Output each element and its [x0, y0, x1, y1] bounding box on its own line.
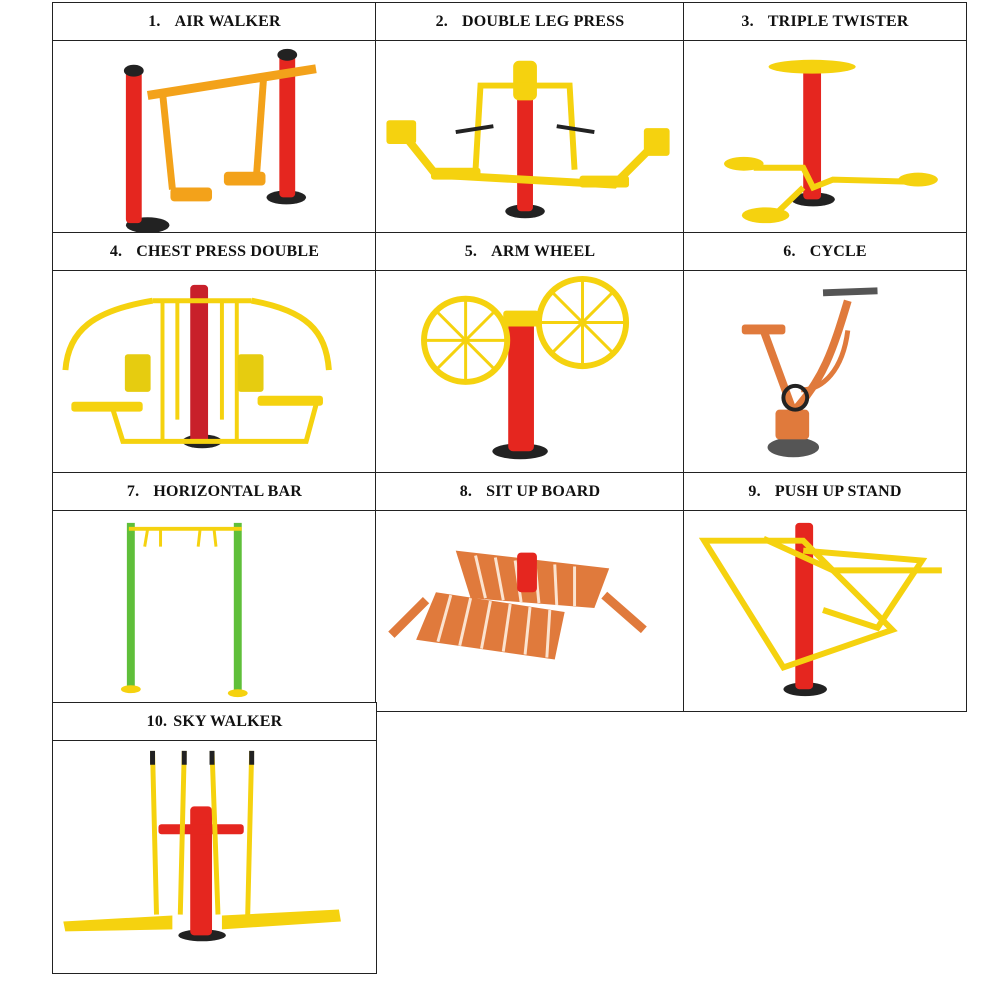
item-10-header: 10. SKY WALKER — [52, 702, 377, 742]
item-1-number: 1. — [148, 13, 161, 30]
item-9-title: PUSH UP STAND — [774, 483, 902, 500]
item-3-image — [683, 40, 967, 242]
item-7-title: HORIZONTAL BAR — [153, 483, 303, 500]
item-5-number: 5. — [464, 243, 478, 260]
item-9-image — [683, 510, 967, 712]
double-leg-press-illustration — [386, 60, 670, 219]
item-2-number: 2. — [435, 13, 449, 30]
item-4-number: 4. — [109, 243, 123, 260]
air-walker-illustration — [123, 48, 317, 234]
item-5-image — [375, 270, 685, 482]
arm-wheel-illustration — [421, 275, 630, 460]
horizontal-bar-illustration — [120, 522, 248, 698]
item-1-header: 1. AIR WALKER — [52, 2, 377, 42]
item-4-header: 4. CHEST PRESS DOUBLE — [52, 232, 377, 272]
item-3-header: 3. TRIPLE TWISTER — [683, 2, 967, 42]
chest-press-double-illustration — [62, 284, 332, 449]
triple-twister-illustration — [724, 59, 938, 224]
item-8-title: SIT UP BOARD — [486, 483, 601, 500]
item-5-title: ARM WHEEL — [491, 243, 596, 260]
item-6-header: 6. CYCLE — [683, 232, 967, 272]
push-up-stand-illustration — [698, 522, 942, 697]
item-1-image — [52, 40, 377, 242]
item-1-title: AIR WALKER — [174, 13, 281, 30]
item-10-image — [52, 740, 377, 974]
item-3-number: 3. — [741, 13, 754, 30]
item-6-title: CYCLE — [809, 243, 867, 260]
item-4-title: CHEST PRESS DOUBLE — [136, 243, 320, 260]
item-3-title: TRIPLE TWISTER — [767, 13, 909, 30]
item-7-number: 7. — [126, 483, 140, 500]
item-9-number: 9. — [748, 483, 761, 500]
item-10-number: 10. — [146, 713, 168, 730]
cycle-illustration — [741, 287, 878, 458]
item-10-title: SKY WALKER — [173, 713, 283, 730]
item-6-image — [683, 270, 967, 482]
item-2-title: DOUBLE LEG PRESS — [462, 13, 625, 30]
item-8-number: 8. — [459, 483, 473, 500]
item-6-number: 6. — [783, 243, 796, 260]
item-7-image — [52, 510, 377, 712]
item-7-header: 7. HORIZONTAL BAR — [52, 472, 377, 512]
item-9-header: 9. PUSH UP STAND — [683, 472, 967, 512]
sky-walker-illustration — [63, 750, 341, 942]
item-2-header: 2. DOUBLE LEG PRESS — [375, 2, 685, 42]
item-2-image — [375, 40, 685, 242]
sit-up-board-illustration — [388, 550, 647, 660]
item-4-image — [52, 270, 377, 482]
item-8-image — [375, 510, 685, 712]
item-5-header: 5. ARM WHEEL — [375, 232, 685, 272]
item-8-header: 8. SIT UP BOARD — [375, 472, 685, 512]
